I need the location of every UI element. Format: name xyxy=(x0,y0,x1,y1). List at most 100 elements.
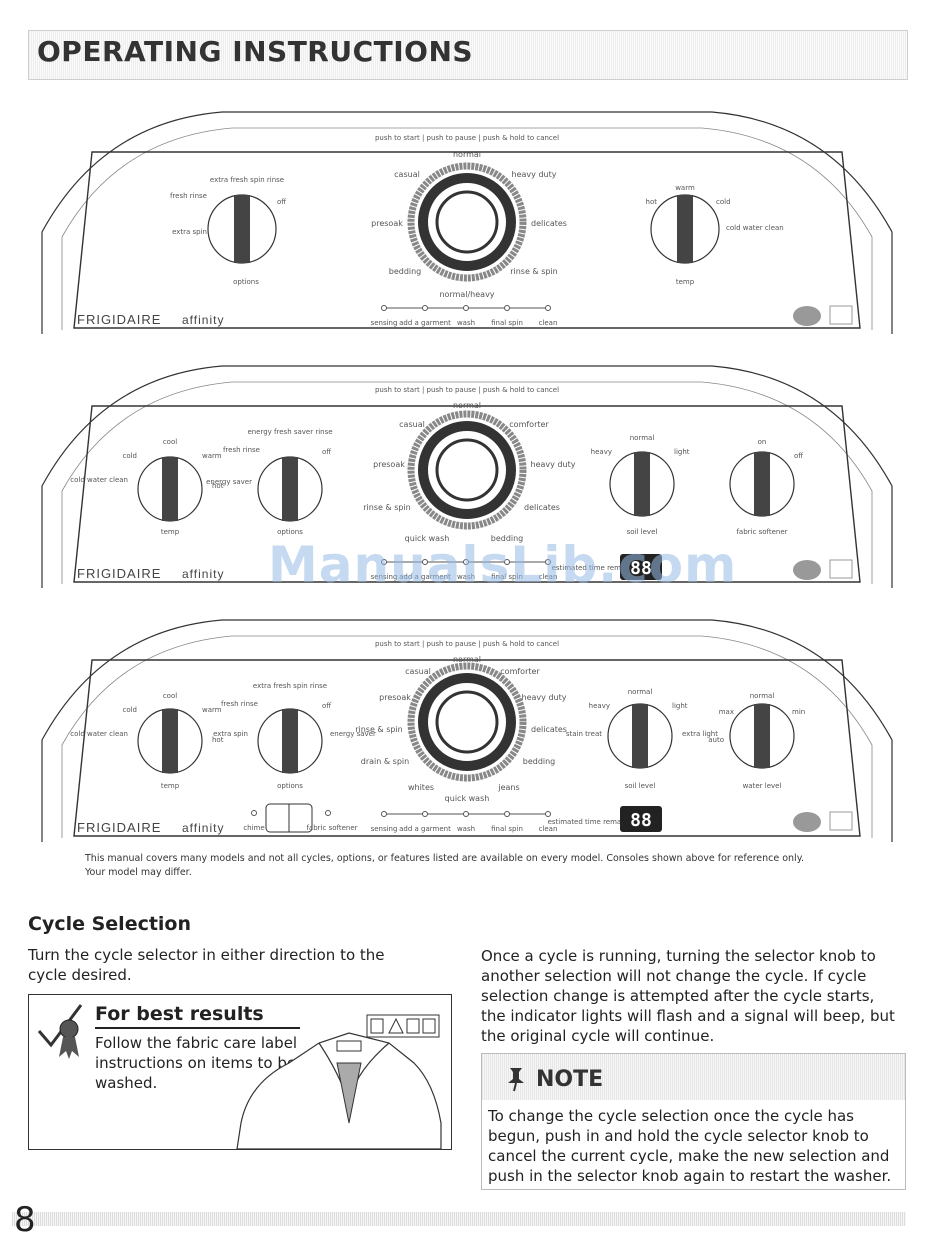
cycle-selection-left-text: Turn the cycle selector in either direct… xyxy=(28,946,385,984)
panel-3-water: min xyxy=(792,708,805,716)
console-panel-3: push to start | push to pause | push & h… xyxy=(22,610,912,846)
section-title: OPERATING INSTRUCTIONS xyxy=(37,35,474,68)
panel-1-status: wash xyxy=(457,319,475,327)
panel-2-status: clean xyxy=(539,573,558,581)
panel-1-cycle: normal/heavy xyxy=(439,290,494,299)
best-results-rule xyxy=(95,1027,300,1029)
panel-2-softener-label: fabric softener xyxy=(736,528,787,536)
pushpin-icon xyxy=(508,1068,524,1092)
panel-1-cycle: normal xyxy=(453,150,481,159)
panel-1-cycle: presoak xyxy=(371,219,403,228)
panel-3-temp: warm xyxy=(202,706,222,714)
panel-3-soil: stain treat xyxy=(566,730,602,738)
panel-1-options-label: options xyxy=(233,278,259,286)
panel-2-temp-label: temp xyxy=(161,528,180,536)
panel-2-brand: FRIGIDAIRE xyxy=(77,566,161,581)
panel-3-option: fresh rinse xyxy=(221,700,258,708)
panel-1-option: off xyxy=(277,198,286,206)
panel-3-option: extra fresh spin rinse xyxy=(253,682,327,690)
panel-2-temp: warm xyxy=(202,452,222,460)
panel-1-option: fresh rinse xyxy=(170,192,207,200)
panel-1-temp: cold xyxy=(716,198,731,206)
panel-3-option: energy saver xyxy=(330,730,376,738)
panel-3-status: clean xyxy=(539,825,558,833)
panel-1-cycle: heavy duty xyxy=(512,170,557,179)
panel-1-top-text: push to start | push to pause | push & h… xyxy=(375,134,559,142)
panel-2-temp: cold xyxy=(122,452,137,460)
section-header: OPERATING INSTRUCTIONS xyxy=(28,30,908,80)
panel-2-softener: off xyxy=(794,452,803,460)
panel-3-options-label: options xyxy=(277,782,303,790)
he-logo-icon xyxy=(793,812,821,832)
panel-3-cycle: drain & spin xyxy=(361,757,409,766)
panel-3-cycle: whites xyxy=(408,783,434,792)
panel-1-option: extra fresh spin rinse xyxy=(210,176,284,184)
panel-2-time-label: estimated time remaining xyxy=(552,564,643,572)
panel-1-temp: cold water clean xyxy=(726,224,784,232)
panel-3-time-display xyxy=(620,806,662,832)
panel-3-time-label: estimated time remaining xyxy=(548,818,639,826)
he-logo-icon xyxy=(793,560,821,580)
panel-3-soil: heavy xyxy=(589,702,610,710)
panel-2-status: wash xyxy=(457,573,475,581)
panel-2-option: energy saver xyxy=(206,478,252,486)
note-box: NOTE To change the cycle selection once … xyxy=(481,1053,906,1190)
panel-2-cycle: comforter xyxy=(509,420,549,429)
best-results-text: Follow the fabric care label instruction… xyxy=(95,1034,298,1092)
panel-3-series: affinity xyxy=(182,821,224,835)
panel-2-cycle: presoak xyxy=(373,460,405,469)
panel-3-option: off xyxy=(322,702,331,710)
panel-3-cycle: rinse & spin xyxy=(355,725,403,734)
panel-2-soil: light xyxy=(674,448,690,456)
panel-2-cycle: heavy duty xyxy=(531,460,576,469)
panel-3-brand: FRIGIDAIRE xyxy=(77,820,161,835)
panel-1-temp-label: temp xyxy=(676,278,695,286)
panel-1-cycle: rinse & spin xyxy=(510,267,558,276)
panel-1-option: extra spin xyxy=(172,228,207,236)
panel-3-cycle: bedding xyxy=(523,757,556,766)
watermark: ManualsLib.com xyxy=(268,536,738,594)
page-number: 8 xyxy=(14,1200,36,1240)
panel-3-temp: cool xyxy=(163,692,177,700)
panel-3-water-label: water level xyxy=(743,782,782,790)
panel-2-cycle: delicates xyxy=(524,503,560,512)
panel-2-soil: normal xyxy=(630,434,655,442)
he-logo-icon xyxy=(793,306,821,326)
panel-3-chime: chime xyxy=(243,824,264,832)
cycle-selection-title: Cycle Selection xyxy=(28,913,192,935)
panel-2-cycle: normal xyxy=(453,401,481,410)
panel-3-status: sensing xyxy=(371,825,398,833)
panel-3-temp: hot xyxy=(212,736,224,744)
panel-3-time-digits: 88 xyxy=(630,810,652,831)
note-title: NOTE xyxy=(536,1067,604,1092)
panel-2-softener: on xyxy=(758,438,767,446)
panel-2-time-display xyxy=(620,554,662,580)
panel-1-cycle: delicates xyxy=(531,219,567,228)
panel-3-cycle: jeans xyxy=(497,783,519,792)
best-results-title: For best results xyxy=(95,1003,264,1025)
shirt-care-label-illustration xyxy=(236,1014,442,1149)
panel-3-soil: normal xyxy=(628,688,653,696)
panel-3-status: add a garment xyxy=(399,825,451,833)
panel-3-cycle: presoak xyxy=(379,693,411,702)
panel-2-soil: heavy xyxy=(591,448,612,456)
panel-3-status: wash xyxy=(457,825,475,833)
panel-1-status: final spin xyxy=(491,319,523,327)
panel-3-cycle: delicates xyxy=(531,725,567,734)
panel-1-cycle: bedding xyxy=(389,267,422,276)
panel-3-temp: cold water clean xyxy=(70,730,128,738)
panel-2-cycle: quick wash xyxy=(405,534,450,543)
panel-1-series: affinity xyxy=(182,313,224,327)
energy-star-icon xyxy=(829,305,853,325)
checkmark-ribbon-icon xyxy=(37,1004,83,1059)
panel-3-cycle: casual xyxy=(405,667,431,676)
panel-3-water: normal xyxy=(750,692,775,700)
panel-3-water: auto xyxy=(708,736,724,744)
panel-2-series: affinity xyxy=(182,567,224,581)
console-drawing-2: push to start | push to pause | push & h… xyxy=(41,365,893,588)
panel-2-temp: hot xyxy=(212,482,224,490)
panel-2-time-digits: 88 xyxy=(630,558,652,579)
energy-star-icon xyxy=(829,811,853,831)
panel-1-status: add a garment xyxy=(399,319,451,327)
note-text: To change the cycle selection once the c… xyxy=(488,1107,892,1185)
